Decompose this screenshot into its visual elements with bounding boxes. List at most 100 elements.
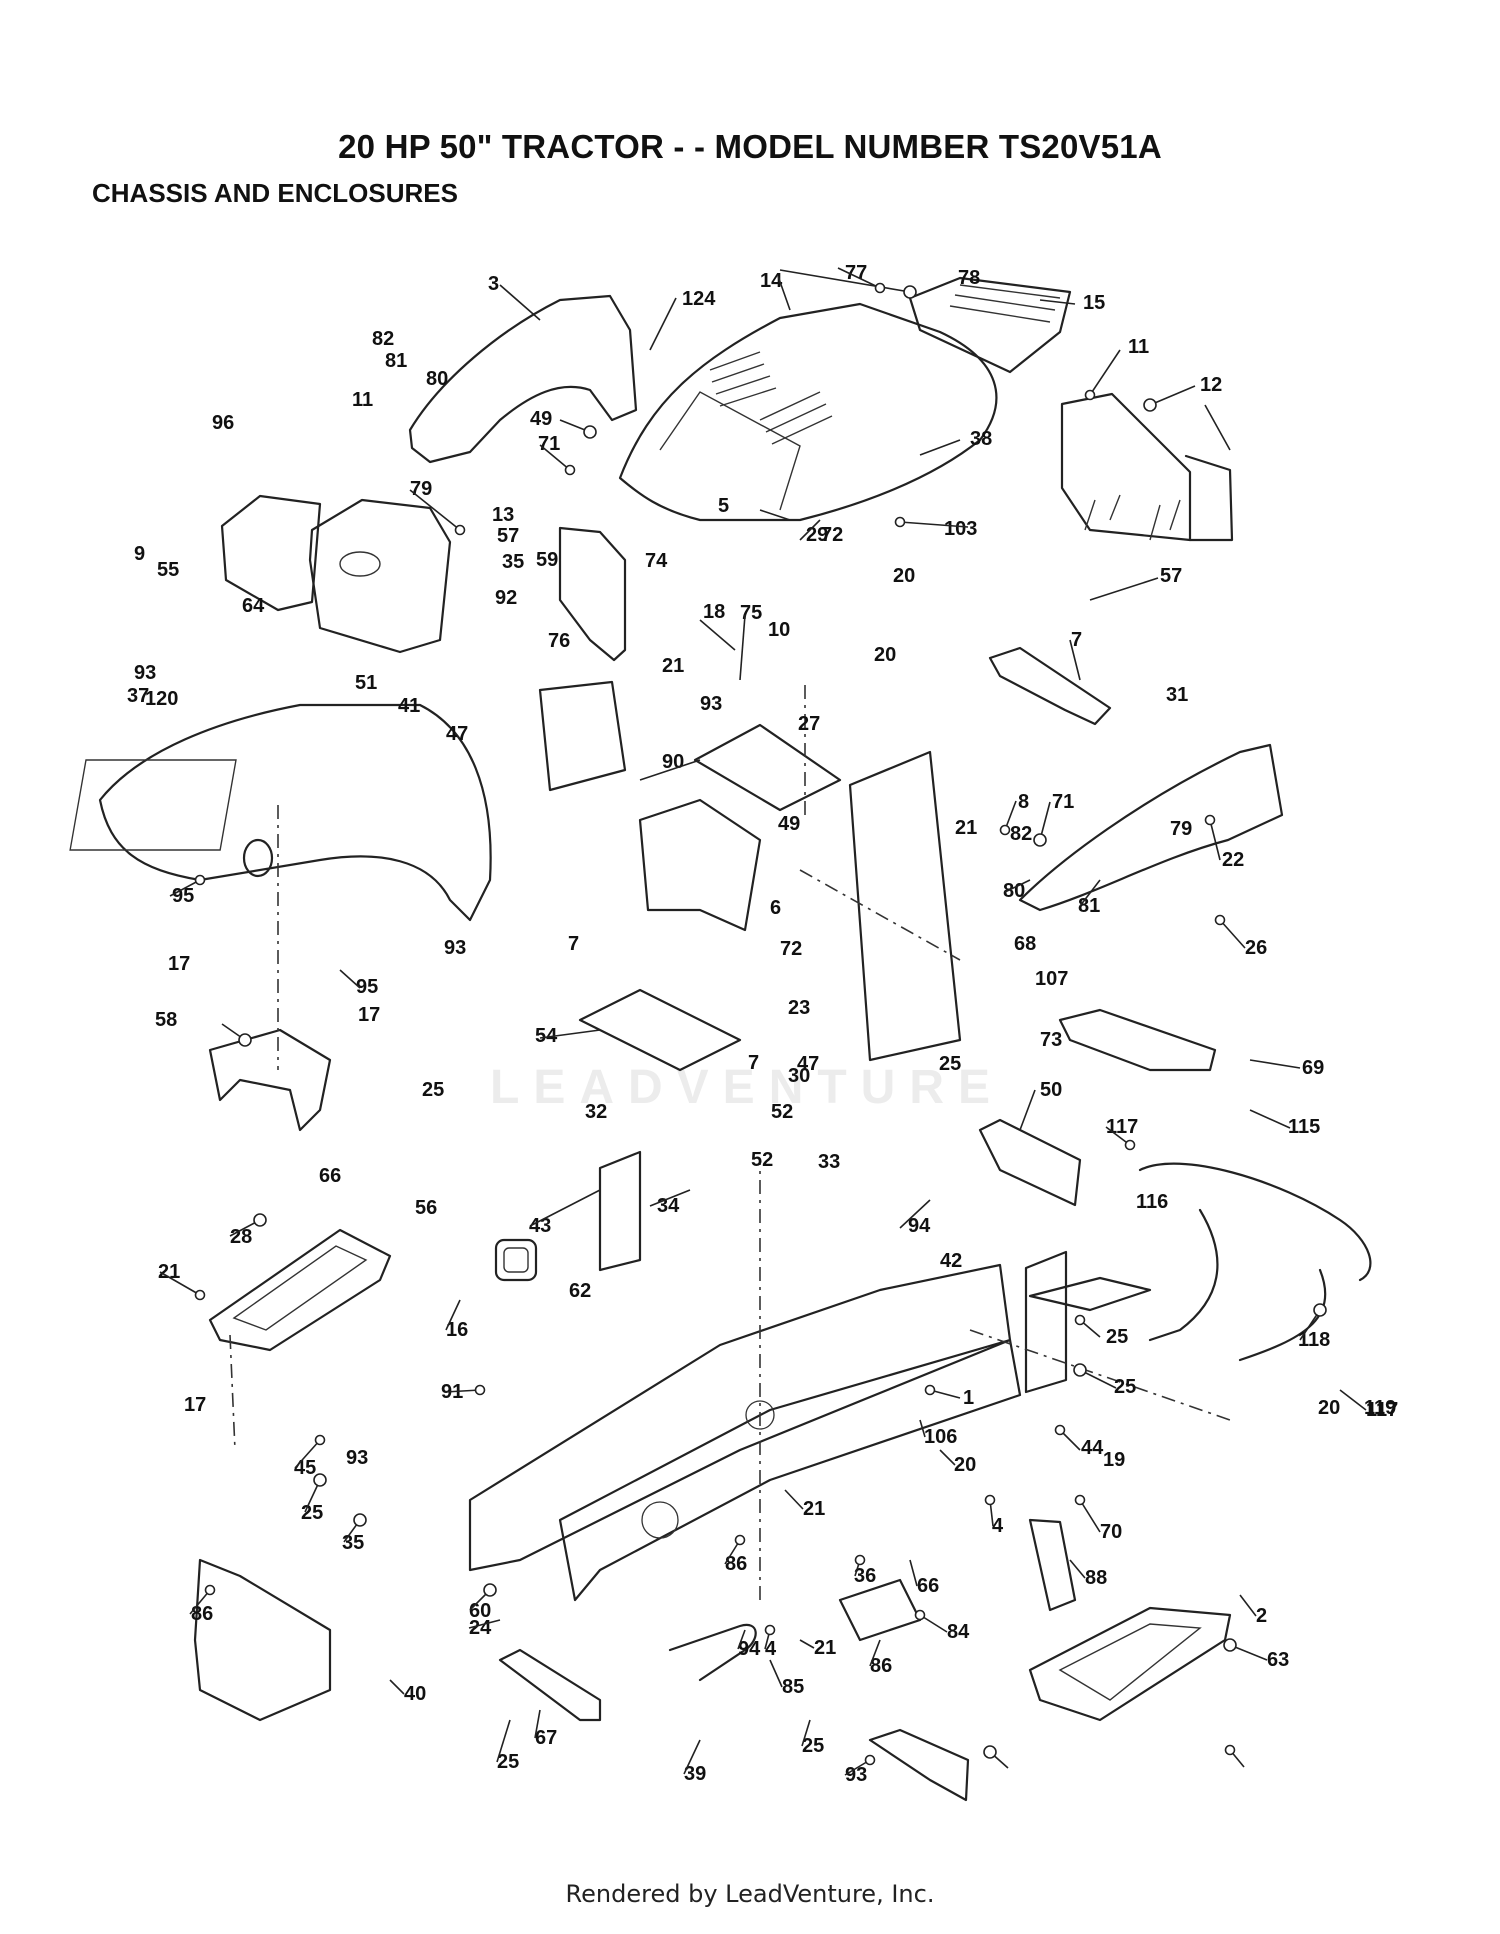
part-frame-left (468, 1263, 1012, 1572)
part-callout: 20 (893, 565, 915, 587)
leader-line (769, 1659, 783, 1688)
part-gasket-inner (503, 1247, 529, 1273)
part-callout: 66 (319, 1165, 341, 1187)
leader-line (1249, 1059, 1301, 1069)
part-callout: 47 (797, 1053, 819, 1075)
leader-line (799, 519, 821, 541)
part-callout: 25 (1106, 1326, 1128, 1348)
part-callout: 40 (404, 1683, 426, 1705)
part-callout: 67 (535, 1727, 557, 1749)
part-bracket-58 (208, 1028, 332, 1132)
bolt-icon (1224, 1744, 1236, 1756)
leader-line (919, 439, 961, 456)
leader-line (159, 1271, 201, 1296)
part-callout: 50 (1040, 1079, 1062, 1101)
part-callout: 103 (944, 518, 977, 540)
part-callout: 106 (924, 1426, 957, 1448)
leader-line (1204, 404, 1231, 451)
washer-icon (454, 524, 466, 536)
part-callout: 79 (1170, 818, 1192, 840)
part-callout: 116 (1136, 1191, 1168, 1213)
part-callout: 92 (495, 587, 517, 609)
part-callout: 32 (585, 1101, 607, 1123)
part-callout: 25 (802, 1735, 824, 1757)
part-callout: 57 (1160, 565, 1182, 587)
part-callout: 20 (1318, 1397, 1340, 1419)
leader-line (445, 1299, 461, 1331)
part-callout: 20 (874, 644, 896, 666)
leader-line (899, 521, 969, 528)
bolt-icon (1223, 1638, 1237, 1652)
page-title: 20 HP 50" TRACTOR - - MODEL NUMBER TS20V… (338, 128, 1162, 165)
leader-line (1069, 639, 1081, 681)
leader-line (799, 1639, 815, 1649)
part-callout: 4 (992, 1515, 1004, 1537)
bolt-icon (734, 1534, 746, 1546)
part-bracket-6 (638, 798, 762, 932)
washer-icon (1084, 389, 1096, 401)
leader-line (539, 1029, 601, 1039)
bolt-icon (474, 1384, 486, 1396)
bolt-icon (894, 516, 906, 528)
part-callout: 27 (798, 713, 820, 735)
part-callout: 66 (917, 1575, 939, 1597)
part-callout: 16 (446, 1319, 468, 1341)
leader-line (919, 1419, 926, 1438)
bolt-icon (194, 874, 206, 886)
part-callout: 36 (854, 1565, 876, 1587)
part-callout: 79 (410, 478, 432, 500)
part-callout: 14 (760, 270, 783, 292)
part-muffler-pipe (1138, 1162, 1372, 1282)
leader-line (779, 269, 911, 293)
part-callout: 17 (184, 1394, 206, 1416)
part-callout: 7 (748, 1052, 759, 1074)
part-callout: 68 (1014, 933, 1036, 955)
part-bracket-43 (598, 1150, 642, 1272)
part-callout: 81 (385, 350, 407, 372)
part-callout: 76 (548, 630, 570, 652)
part-callout: 82 (1010, 823, 1032, 845)
part-fender-plate (69, 759, 237, 851)
leader-line (739, 614, 746, 681)
washer-icon (999, 824, 1011, 836)
part-callout: 81 (1078, 895, 1100, 917)
part-callout: 82 (372, 328, 394, 350)
part-callout: 31 (1166, 684, 1188, 706)
part-callout: 11 (352, 389, 373, 411)
center-line (229, 1334, 236, 1451)
part-callout: 17 (358, 1004, 380, 1026)
leader-line (784, 1489, 804, 1510)
part-callout: 95 (172, 885, 194, 907)
part-dash-panel (308, 498, 452, 654)
leader-line (649, 297, 677, 351)
part-callout: 85 (782, 1676, 804, 1698)
leader-line (759, 509, 791, 521)
bolt-icon (874, 282, 886, 294)
part-callout: 25 (301, 1502, 323, 1524)
washer-icon (1124, 1139, 1136, 1151)
part-bracket-40 (838, 1578, 922, 1642)
part-callout: 56 (415, 1197, 437, 1219)
leader-line (939, 1449, 956, 1466)
part-bracket-39 (868, 1728, 970, 1802)
part-frame-hole (745, 1400, 775, 1430)
part-callout: 75 (740, 602, 762, 624)
leader-line (468, 1619, 501, 1629)
bolt-icon (353, 1513, 367, 1527)
leader-line (1079, 1499, 1101, 1533)
leader-line (496, 1719, 511, 1763)
washer-icon (914, 1609, 926, 1621)
part-callout: 94 (908, 1215, 931, 1237)
center-line (799, 869, 961, 961)
part-callout: 54 (535, 1025, 558, 1047)
washer-icon (1054, 1424, 1066, 1436)
part-callout: 51 (355, 672, 377, 694)
part-callout: 28 (230, 1226, 252, 1248)
section-title: CHASSIS AND ENCLOSURES (92, 178, 458, 208)
part-callout: 58 (155, 1009, 177, 1031)
part-callout: 62 (569, 1280, 591, 1302)
leader-line (1249, 1109, 1291, 1129)
parts-drawing (69, 276, 1372, 1802)
